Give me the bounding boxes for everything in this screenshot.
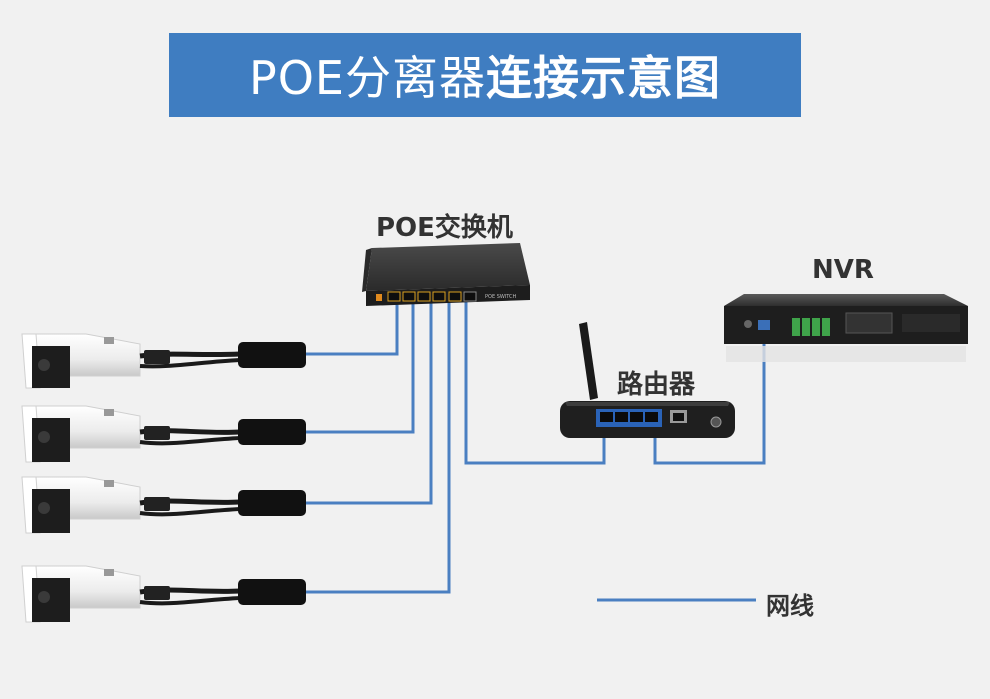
router <box>560 322 735 438</box>
camera-2 <box>21 405 306 463</box>
cable-camera4 <box>305 300 451 594</box>
nvr-device <box>724 294 968 362</box>
poe-switch: POE SWITCH <box>362 243 530 306</box>
camera-1 <box>21 333 306 389</box>
network-cables <box>305 300 766 602</box>
cable-switch-router <box>464 300 606 465</box>
switch-brand-text: POE SWITCH <box>485 294 517 300</box>
cable-camera1 <box>305 300 399 356</box>
camera-3 <box>21 476 306 534</box>
cable-camera3 <box>305 300 433 505</box>
nvr-label: NVR <box>812 255 874 285</box>
title-part2: 连接示意图 <box>486 51 721 105</box>
switch-ports <box>387 291 477 302</box>
legend-label: 网线 <box>766 592 814 620</box>
cable-router-nvr <box>653 328 766 465</box>
cable-camera2 <box>305 300 415 434</box>
poe-switch-label: POE交换机 <box>376 213 513 243</box>
router-label: 路由器 <box>617 370 696 400</box>
title-part1: POE分离器 <box>248 51 486 105</box>
camera-4 <box>21 565 306 623</box>
title-banner: POE分离器 连接示意图 <box>169 33 801 117</box>
router-antenna <box>579 322 598 400</box>
